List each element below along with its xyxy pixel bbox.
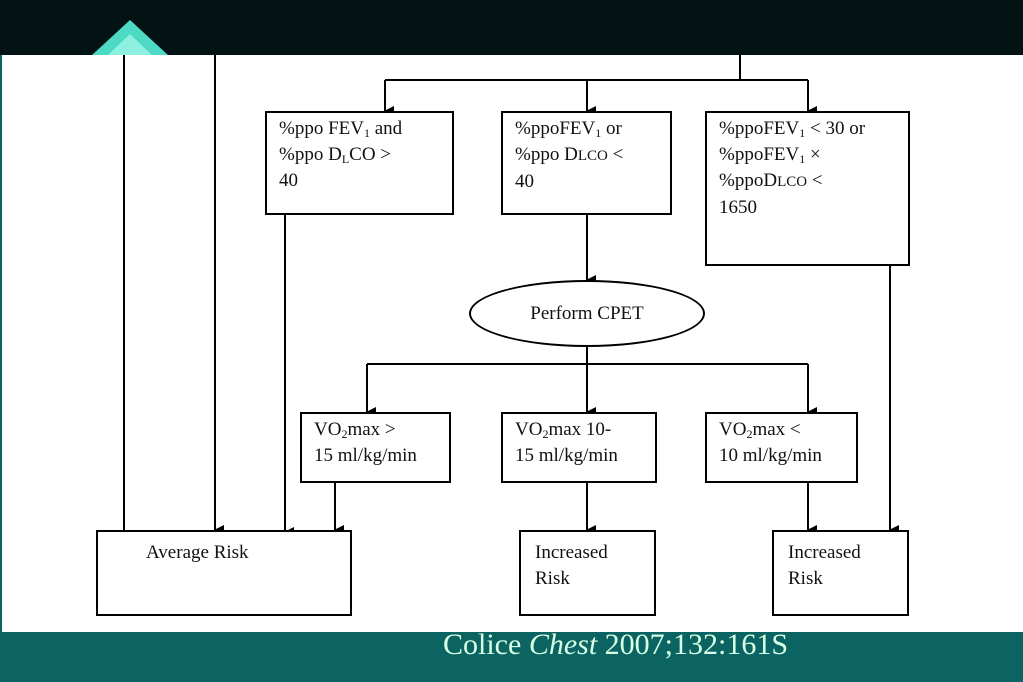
box-increased-risk-1: Increased Risk (519, 530, 656, 616)
slide-top-bar (0, 0, 1023, 55)
citation-ref: 2007;132:161S (597, 628, 789, 661)
poor-function-line-3: %ppoDLCO < (719, 170, 823, 191)
box-vo2-mid: VO2max 10- 15 ml/kg/min (501, 412, 657, 483)
borderline-function-line-1: %ppoFEV1 or (515, 118, 622, 140)
poor-function-line-1: %ppoFEV1 < 30 or (719, 118, 866, 140)
increased-risk-2-line-2: Risk (788, 568, 823, 589)
citation-author: Colice (443, 628, 529, 661)
box-average-risk: Average Risk (96, 530, 352, 616)
vo2-high-line-1: VO2max > (314, 419, 396, 441)
vo2-mid-line-2: 15 ml/kg/min (515, 445, 618, 466)
good-function-line-1: %ppo FEV1 and (279, 118, 403, 140)
oval-perform-cpet: Perform CPET (469, 280, 705, 347)
good-function-line-2: %ppo DLCO > (279, 144, 392, 166)
increased-risk-1-line-1: Increased (535, 542, 608, 563)
vo2-mid-line-1: VO2max 10- (515, 419, 612, 441)
box-increased-risk-2: Increased Risk (772, 530, 909, 616)
vo2-low-line-2: 10 ml/kg/min (719, 445, 822, 466)
box-vo2-low: VO2max < 10 ml/kg/min (705, 412, 858, 483)
triangle-logo-highlight (108, 34, 152, 55)
increased-risk-2-line-1: Increased (788, 542, 861, 563)
box-borderline-function: %ppoFEV1 or %ppo DLCO < 40 (501, 111, 672, 215)
citation-journal: Chest (528, 628, 598, 661)
box-poor-function: %ppoFEV1 < 30 or %ppoFEV1 × %ppoDLCO < 1… (705, 111, 910, 266)
average-risk-label: Average Risk (146, 542, 249, 563)
good-function-line-3: 40 (279, 170, 298, 191)
citation: Colice Chest 2007;132:161S (443, 628, 788, 662)
increased-risk-1-line-2: Risk (535, 568, 570, 589)
cpet-label: Perform CPET (530, 302, 644, 324)
vo2-high-line-2: 15 ml/kg/min (314, 445, 417, 466)
box-good-function: %ppo FEV1 and %ppo DLCO > 40 (265, 111, 454, 215)
borderline-function-line-3: 40 (515, 171, 534, 192)
poor-function-line-4: 1650 (719, 197, 757, 218)
box-vo2-high: VO2max > 15 ml/kg/min (300, 412, 451, 483)
borderline-function-line-2: %ppo DLCO < (515, 144, 624, 165)
vo2-low-line-1: VO2max < (719, 419, 801, 441)
poor-function-line-2: %ppoFEV1 × (719, 144, 821, 166)
